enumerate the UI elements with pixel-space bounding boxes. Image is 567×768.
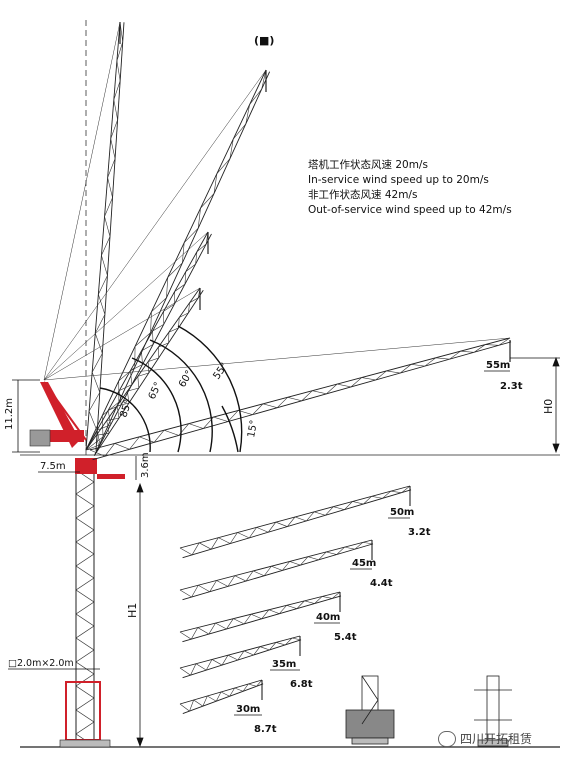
fan-cable-2 bbox=[43, 231, 209, 381]
jib-variant-2-load: 5.4t bbox=[334, 632, 357, 643]
jib-variant-0-radius: 50m bbox=[390, 507, 414, 518]
jib-variant-3-radius: 35m bbox=[272, 659, 296, 670]
dim-head-label: 3.6m bbox=[140, 452, 151, 478]
main-jib-radius: 55m bbox=[486, 360, 510, 371]
luffing-jib-positions bbox=[43, 21, 271, 457]
mast-detail-right bbox=[474, 675, 512, 747]
note-line-4: Out-of-service wind speed up to 42m/s bbox=[308, 204, 512, 216]
figure-badge: (■) bbox=[254, 34, 274, 47]
main-jib-load: 2.3t bbox=[500, 381, 523, 392]
dim-h1-label: H1 bbox=[126, 603, 139, 618]
note-line-1: 塔机工作状态风速 20m/s bbox=[308, 159, 428, 171]
angle-15: 15° bbox=[246, 419, 260, 438]
base-footing bbox=[59, 739, 111, 748]
jib-variant-3-truss bbox=[179, 635, 302, 679]
dim-h1 bbox=[136, 482, 144, 748]
crane-head bbox=[29, 381, 125, 479]
fan-jib-0 bbox=[85, 21, 125, 451]
dim-h0 bbox=[510, 356, 560, 454]
main-jib bbox=[43, 337, 512, 461]
dim-left-height bbox=[12, 379, 40, 453]
watermark: 四川开拓租赁 bbox=[438, 730, 532, 747]
jib-variant-1-radius: 45m bbox=[352, 558, 376, 569]
jib-variant-1-truss bbox=[179, 539, 374, 601]
angle-85: 85° bbox=[118, 399, 134, 419]
watermark-text: 四川开拓租赁 bbox=[460, 732, 533, 746]
jib-variant-3-load: 6.8t bbox=[290, 679, 313, 690]
jib-variant-2-radius: 40m bbox=[316, 612, 340, 623]
fan-jib-2 bbox=[85, 231, 212, 456]
tower-mast bbox=[75, 469, 95, 747]
note-line-2: In-service wind speed up to 20m/s bbox=[308, 174, 489, 186]
angle-55: 55° bbox=[211, 361, 230, 382]
dim-counter-jib-label: 7.5m bbox=[40, 461, 66, 472]
wechat-icon bbox=[438, 730, 456, 747]
jib-variant-4-load: 8.7t bbox=[254, 724, 277, 735]
fan-cable-0 bbox=[43, 21, 121, 381]
dim-h0-label: H0 bbox=[542, 399, 555, 414]
angle-arcs bbox=[99, 325, 243, 453]
note-line-3: 非工作状态风速 42m/s bbox=[308, 189, 418, 201]
jib-variant-1-load: 4.4t bbox=[370, 578, 393, 589]
fan-cable-3 bbox=[43, 287, 201, 381]
dim-left-height-label: 11.2m bbox=[4, 398, 15, 430]
jib-variant-4-truss bbox=[179, 679, 264, 715]
main-jib-truss bbox=[89, 337, 512, 461]
jib-variant-4-radius: 30m bbox=[236, 704, 260, 715]
jib-variant-0-truss bbox=[179, 485, 412, 559]
fan-jib-1 bbox=[85, 69, 271, 455]
mast-detail-left bbox=[345, 675, 395, 745]
fan-jib-3 bbox=[85, 287, 204, 457]
jib-variant-0-load: 3.2t bbox=[408, 527, 431, 538]
fan-cable-1 bbox=[43, 69, 267, 381]
main-jib-cable bbox=[43, 337, 511, 381]
jib-variant-2-truss bbox=[179, 591, 342, 643]
angle-65: 65° bbox=[147, 381, 164, 402]
jib-variants: 50m 3.2t 45m 4.4t 40m 5.4t 35m 6.8t 30m 8.7t bbox=[179, 485, 431, 735]
dim-section-label: □2.0m×2.0m bbox=[8, 658, 74, 669]
wind-speed-notes: 塔机工作状态风速 20m/s In-service wind speed up … bbox=[308, 158, 512, 218]
